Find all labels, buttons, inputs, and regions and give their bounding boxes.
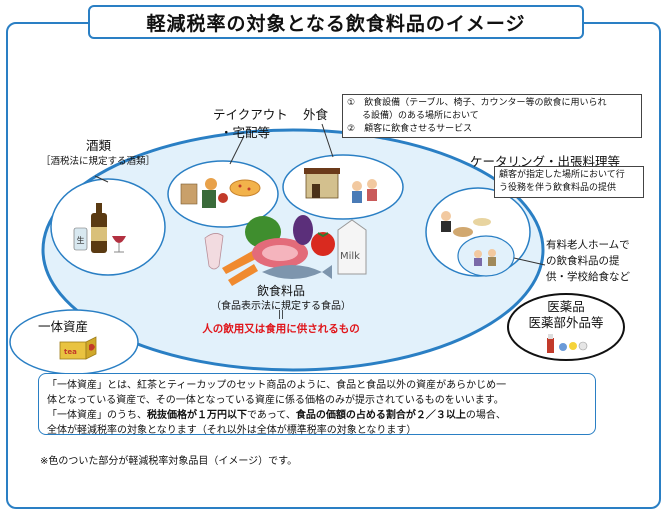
pharma-ellipse [507,293,625,361]
explanation-line-3d: 食品の価額の占める割合が２／３以上 [295,410,466,421]
nursing-line-3: 供・学校給食など [546,271,630,283]
footnote: ※色のついた部分が軽減税率対象品目（イメージ）です。 [40,456,298,467]
food-definition: 人の飲用又は食用に供されるもの [202,323,360,335]
takeout-label-1: テイクアウト [213,107,288,122]
dining-callout: ① 飲食設備（テーブル、椅子、カウンター等の飲食に用いられ る設備）のある場所に… [342,94,642,138]
catering-label: ケータリング・出張料理等 [470,154,621,169]
explanation-line-3c: であって、 [247,410,296,421]
dining-item-1b: る設備）のある場所において [362,111,479,121]
nursing-line-2: の飲食料品の提 [546,255,620,267]
catering-desc-1: 顧客が指定した場所において行 [499,170,625,180]
liquor-sub: ［酒税法に規定する酒類］ [41,156,156,167]
dining-label: 外食 [303,107,329,122]
takeout-label-2: ・宅配等 [220,125,271,140]
ittai-label: 一体資産 [38,319,89,334]
explanation-box: 「一体資産」とは、紅茶とティーカップのセット商品のように、食品と食品以外の資産が… [38,373,596,436]
explanation-line-3: 「一体資産」のうち、税抜価格が１万円以下であって、食品の価額の占める割合が２／３… [47,408,587,423]
liquor-can-label: 生 [77,235,85,245]
explanation-line-3b: 税抜価格が１万円以下 [147,410,247,421]
nursing-line-1: 有料老人ホームで [546,239,630,251]
catering-desc-2: う役務を伴う飲食料品の提供 [499,183,617,193]
food-sub: （食品表示法に規定する食品） [211,301,351,312]
explanation-line-2: 体となっている資産で、その一体となっている資産に係る価格のみが提示されているもの… [47,395,504,406]
pharma-label-2: 医薬部外品等 [528,315,604,330]
explanation-line-3a: 「一体資産」のうち、 [47,410,147,421]
liquor-label: 酒類 [86,138,112,153]
title-text: 軽減税率の対象となる飲食料品のイメージ [146,12,526,35]
catering-callout: 顧客が指定した場所において行 う役務を伴う飲食料品の提供 [494,166,644,198]
food-label: 飲食料品 [256,284,305,298]
dining-item-1: ① 飲食設備（テーブル、椅子、カウンター等の飲食に用いられ [347,98,607,108]
pharma-label-1: 医薬品 [547,299,585,314]
dining-ellipse [282,154,404,220]
nursing-ellipse [457,235,515,277]
tea-box-label: tea [64,348,77,356]
explanation-line-3e: の場合、 [465,410,506,421]
explanation-line-4: 全体が軽減税率の対象となります（それ以外は全体が標準税率の対象となります） [47,425,417,436]
liquor-ellipse [50,178,166,276]
dining-item-2: ② 顧客に飲食させるサービス [347,124,473,134]
milk-label: Milk [340,251,360,262]
nursing-label: 有料老人ホームで の飲食料品の提 供・学校給食など [546,237,630,285]
explanation-line-1: 「一体資産」とは、紅茶とティーカップのセット商品のように、食品と食品以外の資産が… [47,380,507,391]
page-title: 軽減税率の対象となる飲食料品のイメージ [88,5,584,39]
food-eq: || [277,310,285,320]
